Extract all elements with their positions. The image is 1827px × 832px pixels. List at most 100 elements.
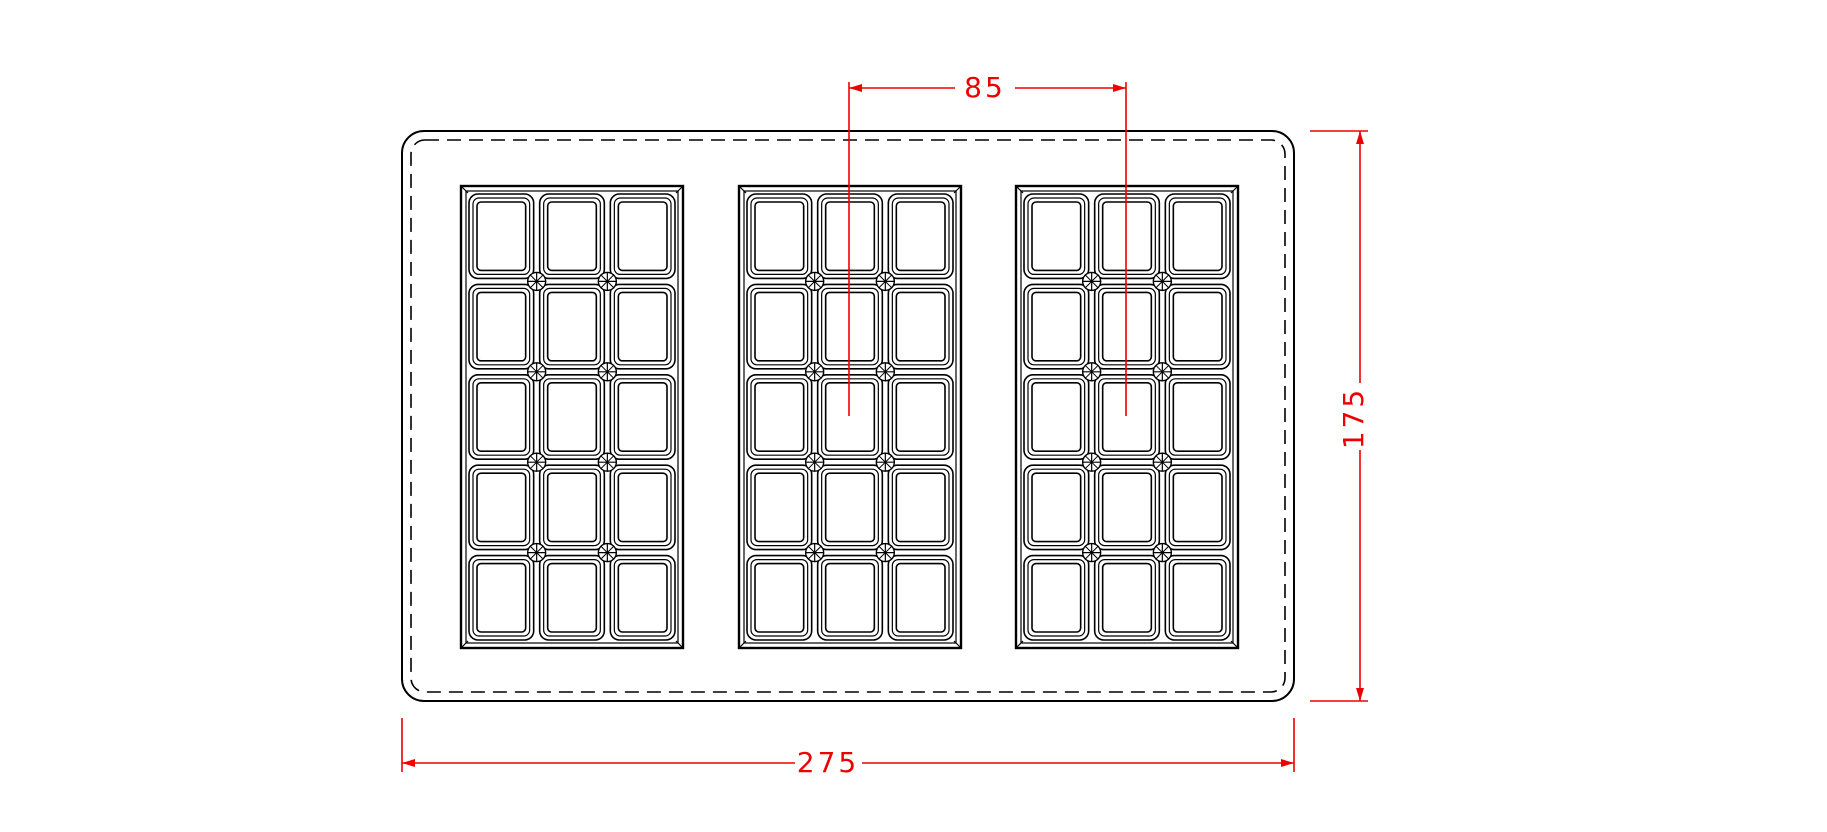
segment-outer-rim [1164,554,1231,641]
segment-inner-face [476,291,527,362]
segment-mid-rim [750,287,809,366]
cavity-inner-edge [743,190,957,644]
segment-mid-rim [1098,468,1156,547]
segment-joint-node [804,271,825,292]
chocolate-segment [609,554,676,641]
segment-mid-rim [543,378,601,456]
segment-inner-face [1172,291,1223,362]
chocolate-segment [538,373,606,460]
segment-inner-face [476,472,527,543]
segment-outer-rim [1093,464,1161,551]
cavities-group [459,184,1240,650]
segment-joint-node [1081,452,1102,472]
segment-mid-rim [1027,197,1086,276]
segment-inner-face [824,381,876,452]
joint-line [1155,546,1169,559]
segment-mid-rim [472,468,531,547]
cavity-corner-chamfer [1015,185,1024,194]
segment-mid-rim [472,287,531,366]
segment-inner-face [1172,201,1223,272]
segment-joint-node [1152,362,1173,382]
segment-outer-rim [609,283,676,370]
segment-outer-rim [746,193,813,280]
segment-inner-face [824,562,876,633]
chocolate-segment [1164,464,1231,551]
chocolate-segment [1164,283,1231,370]
segment-joint-node [875,362,896,382]
chocolate-segment [887,554,954,641]
joint-line [878,455,892,469]
cavity-corner-chamfer [738,185,747,194]
chocolate-segment [1023,554,1090,641]
segment-mid-rim [1027,378,1086,456]
joint-line [808,455,822,469]
cavity-corner-chamfer [460,640,469,649]
joint-line [600,275,614,288]
segment-joint-node [875,542,896,563]
segment-mid-rim [472,558,531,637]
segment-joint-node [804,452,825,472]
segment-joint-node [597,452,618,472]
segment-mid-rim [750,558,809,637]
joint-line [1085,275,1099,288]
segment-mid-rim [1027,558,1086,637]
chocolate-segment [816,283,884,370]
segment-inner-face [895,291,946,362]
segment-mid-rim [472,197,531,276]
chocolate-segment [468,283,535,370]
segment-outer-rim [887,193,954,280]
cavity-outer-edge [459,184,685,650]
segment-inner-face [1031,201,1082,272]
segment-inner-face [754,381,805,452]
joint-line [600,455,614,469]
chocolate-segment [887,193,954,280]
segment-inner-face [476,381,527,452]
segment-mid-rim [1168,287,1227,366]
segment-outer-rim [609,554,676,641]
segment-outer-rim [468,373,535,460]
segment-inner-face [1031,562,1082,633]
segment-outer-rim [746,283,813,370]
segment-outer-rim [887,283,954,370]
segment-mid-rim [613,287,672,366]
segment-inner-face [1031,381,1082,452]
segment-inner-face [1172,472,1223,543]
segment-mid-rim [613,468,672,547]
joint-line [530,365,544,379]
segment-joint-node [1152,452,1173,472]
segment-mid-rim [821,378,879,456]
chocolate-segment [1164,193,1231,280]
segment-outer-rim [609,464,676,551]
chocolate-segment [538,283,606,370]
overall-height-dimension-label: 175 [1337,387,1370,449]
segment-joint-node [526,362,547,382]
cavity-corner-chamfer [675,640,684,649]
segment-inner-face [617,291,668,362]
segment-joint-node [597,542,618,563]
segment-outer-rim [538,373,606,460]
segment-joint-node [1081,362,1102,382]
segment-joint-node [875,271,896,292]
segment-inner-face [546,381,598,452]
segment-outer-rim [609,373,676,460]
height-arrow-bottom [1356,688,1364,701]
chocolate-segment [1093,283,1161,370]
cavity-outer-edge [737,184,963,650]
segment-inner-face [895,201,946,272]
segment-outer-rim [816,464,884,551]
segment-joint-node [526,271,547,292]
segment-mid-rim [543,197,601,276]
segment-mid-rim [613,197,672,276]
segment-inner-face [1031,472,1082,543]
chocolate-segment [538,554,606,641]
cavity-corner-chamfer [953,185,962,194]
segment-inner-face [1172,562,1223,633]
chocolate-segment [538,193,606,280]
joint-line [530,546,544,559]
chocolate-segment [609,283,676,370]
segment-inner-face [1101,201,1153,272]
segment-mid-rim [750,197,809,276]
segment-outer-rim [887,373,954,460]
segment-mid-rim [821,468,879,547]
segment-outer-rim [538,283,606,370]
